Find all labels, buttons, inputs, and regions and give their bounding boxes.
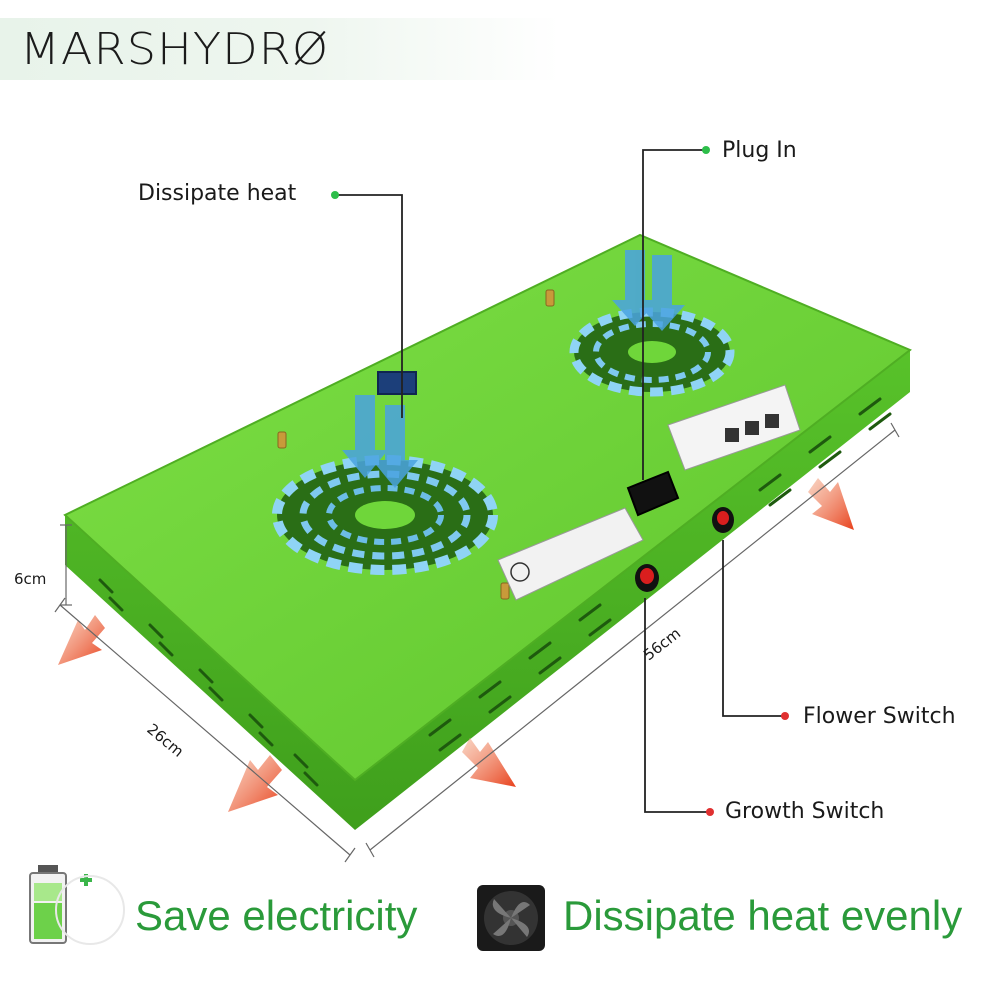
flower-switch-hardware xyxy=(712,507,734,533)
dimension-height: 6cm xyxy=(14,570,47,588)
callout-plug-in: Plug In xyxy=(722,138,797,163)
fan-grille-right xyxy=(569,307,735,397)
fan-grille-left xyxy=(272,455,498,575)
callout-lines xyxy=(335,149,782,813)
fan-icon xyxy=(477,885,545,951)
airflow-arrows xyxy=(342,250,685,488)
vent-slots-front xyxy=(428,397,892,752)
callout-dissipate-heat: Dissipate heat xyxy=(138,181,297,206)
sensor-module xyxy=(377,371,417,395)
feature-save-electricity: Save electricity xyxy=(135,892,418,939)
dimension-lines xyxy=(54,422,900,863)
callout-dots xyxy=(331,146,789,816)
growth-switch-hardware xyxy=(635,564,659,592)
panel-front-side xyxy=(65,350,910,830)
power-socket xyxy=(626,470,680,517)
vent-slots-left xyxy=(98,578,319,787)
battery-icon xyxy=(29,865,125,945)
header-band xyxy=(0,18,560,80)
feature-dissipate-heat: Dissipate heat evenly xyxy=(563,892,963,939)
callout-flower-switch: Flower Switch xyxy=(803,704,956,729)
callout-growth-switch: Growth Switch xyxy=(725,799,885,824)
certification-label xyxy=(497,507,644,601)
brand-logo: MARSHYDRØ xyxy=(20,24,330,75)
warning-label xyxy=(667,384,801,471)
